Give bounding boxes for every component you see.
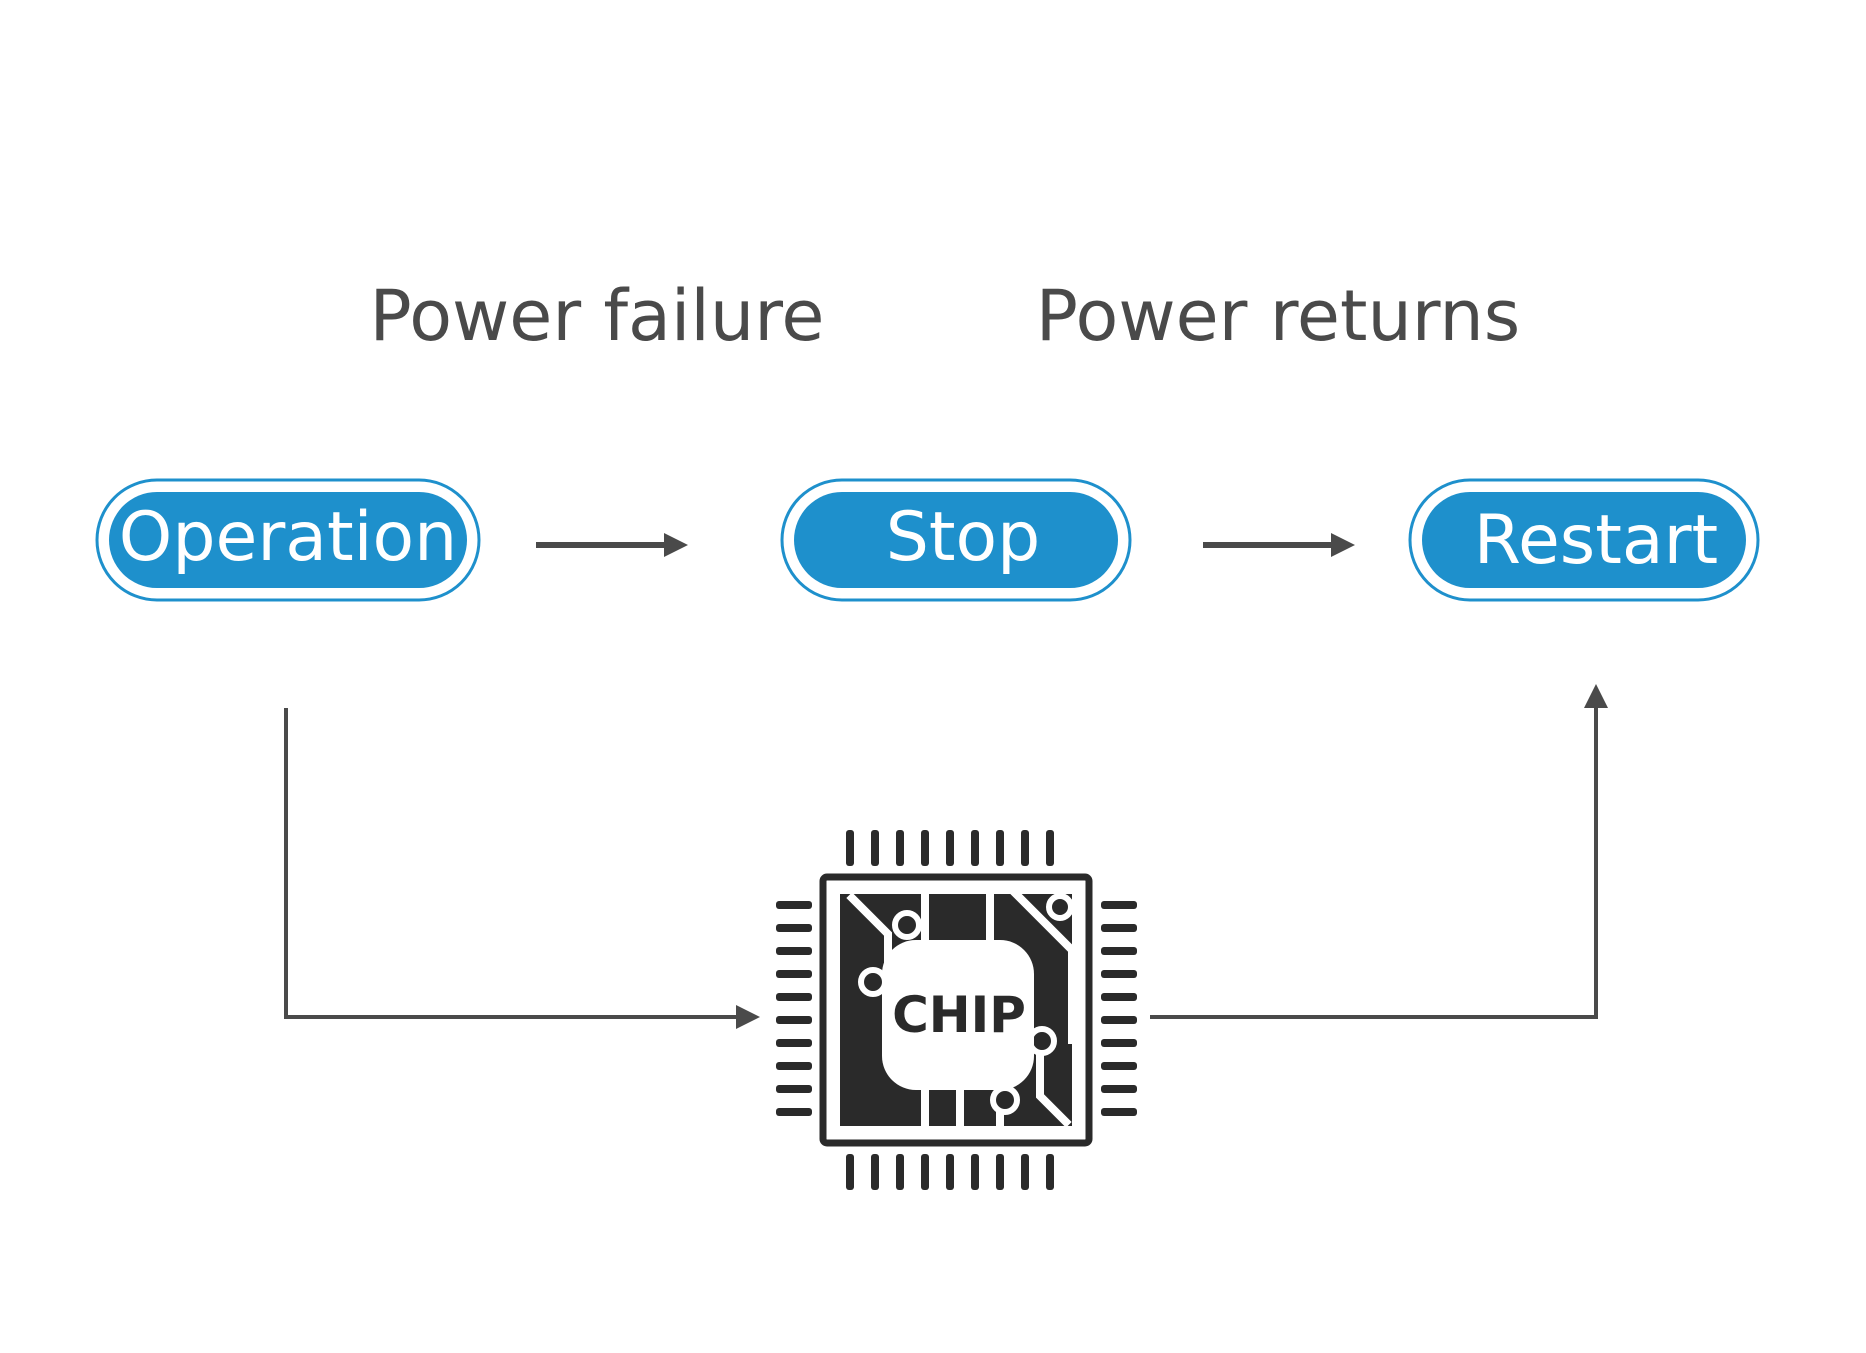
state-stop: Stop (780, 478, 1132, 602)
state-operation: Operation (95, 478, 481, 602)
chip-left-pins (776, 901, 812, 1116)
arrow-stop-to-restart (1203, 533, 1355, 557)
chip-right-pins (1101, 901, 1137, 1116)
chip-label: CHIP (892, 986, 1026, 1044)
caption-power-returns: Power returns (1036, 275, 1520, 357)
state-restart-label: Restart (1474, 501, 1718, 580)
state-restart: Restart (1408, 478, 1760, 602)
state-stop-label: Stop (886, 498, 1041, 577)
arrow-operation-to-stop (536, 533, 688, 557)
chip-top-pins (846, 830, 1054, 866)
arrow-operation-to-chip (284, 708, 760, 1029)
microchip-icon: CHIP (776, 830, 1137, 1190)
state-operation-label: Operation (119, 498, 457, 577)
arrow-chip-to-restart (1150, 684, 1608, 1019)
chip-bottom-pins (846, 1154, 1054, 1190)
caption-power-failure: Power failure (370, 275, 825, 357)
